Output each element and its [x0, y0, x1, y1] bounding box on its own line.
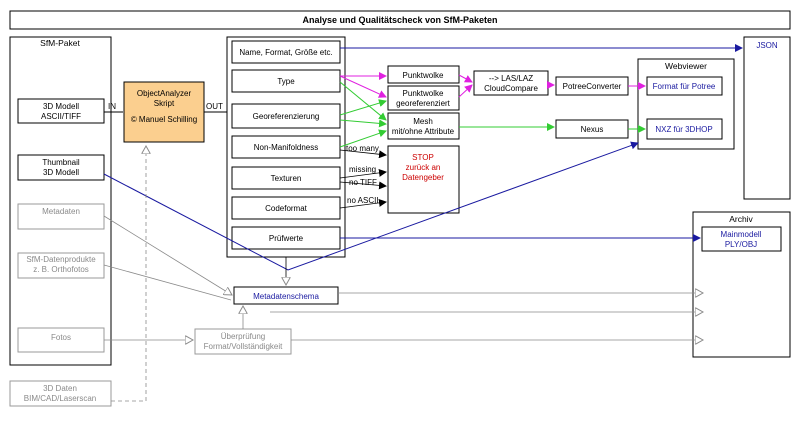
node-metadaten: Metadaten: [17, 203, 105, 230]
svg-text:mit/ohne Attribute: mit/ohne Attribute: [392, 127, 455, 136]
svg-text:Metadaten: Metadaten: [42, 207, 80, 216]
check-codeformat: Codeformat: [231, 196, 341, 220]
svg-text:Georeferenzierung: Georeferenzierung: [253, 112, 320, 121]
gray-metadaten-schema: [103, 215, 232, 295]
check-non-manifoldness: Non-Manifoldness: [231, 135, 341, 159]
stop-node: STOP zurück an Datengeber: [387, 145, 460, 214]
node-fotos: Fotos: [17, 327, 105, 353]
svg-text:NXZ für 3DHOP: NXZ für 3DHOP: [655, 125, 712, 134]
arrow-missing: [339, 168, 387, 179]
arrow-no-ascii: [339, 198, 387, 209]
title-bar: Analyse und Qualitätscheck von SfM-Paket…: [9, 10, 791, 30]
json-panel: JSON: [743, 36, 791, 200]
node-potree-converter: PotreeConverter: [555, 76, 629, 96]
metadatenschema-node: Metadatenschema: [233, 286, 339, 305]
label-no-ascii: no ASCII: [347, 196, 379, 205]
node-3d-modell: 3D Modell ASCII/TIFF: [17, 98, 105, 124]
svg-text:PotreeConverter: PotreeConverter: [563, 82, 622, 91]
svg-text:Non-Manifoldness: Non-Manifoldness: [254, 143, 318, 152]
arrow-no-tiff: [339, 181, 387, 190]
green-type-mesh: [339, 81, 387, 121]
svg-text:Name, Format, Größe etc.: Name, Format, Größe etc.: [239, 48, 332, 57]
check-georeferenzierung: Georeferenzierung: [231, 103, 341, 129]
svg-text:3D Modell: 3D Modell: [43, 102, 79, 111]
node-mesh: Mesh mit/ohne Attribute: [387, 112, 460, 140]
svg-text:3D Modell: 3D Modell: [43, 168, 79, 177]
check-name-format: Name, Format, Größe etc.: [231, 40, 341, 64]
check-pruefwerte: Prüfwerte: [231, 226, 341, 250]
node-sfm-datenprodukte: SfM-Datenprodukte z. B. Orthofotos: [17, 252, 105, 279]
svg-text:Punktwolke: Punktwolke: [403, 89, 444, 98]
label-no-tiff: no TIFF: [349, 178, 377, 187]
label-missing: missing: [349, 165, 376, 174]
svg-text:Thumbnail: Thumbnail: [42, 158, 80, 167]
diagram-title: Analyse und Qualitätscheck von SfM-Paket…: [302, 15, 497, 25]
svg-text:3D Daten: 3D Daten: [43, 384, 77, 393]
svg-text:zurück an: zurück an: [406, 163, 441, 172]
svg-text:Skript: Skript: [154, 99, 175, 108]
in-label: IN: [108, 102, 116, 111]
svg-text:STOP: STOP: [412, 153, 434, 162]
svg-text:georeferenziert: georeferenziert: [396, 99, 451, 108]
svg-text:Metadatenschema: Metadatenschema: [253, 292, 319, 301]
ueberpruefung-node: Überprüfung Format/Vollständigkeit: [194, 328, 292, 355]
svg-text:Texturen: Texturen: [271, 174, 302, 183]
svg-text:Format für Potree: Format für Potree: [653, 82, 716, 91]
svg-text:ObjectAnalyzer: ObjectAnalyzer: [137, 89, 192, 98]
svg-text:Nexus: Nexus: [581, 125, 604, 134]
node-nxz-3dhop: NXZ für 3DHOP: [646, 118, 723, 140]
svg-text:--> LAS/LAZ: --> LAS/LAZ: [489, 74, 533, 83]
svg-text:CloudCompare: CloudCompare: [484, 84, 538, 93]
node-mainmodell: Mainmodell PLY/OBJ: [701, 226, 782, 252]
svg-text:Mesh: Mesh: [413, 117, 433, 126]
node-nexus: Nexus: [555, 119, 629, 139]
svg-text:Webviewer: Webviewer: [665, 61, 707, 71]
svg-text:z. B. Orthofotos: z. B. Orthofotos: [33, 265, 89, 274]
node-format-potree: Format für Potree: [646, 76, 723, 96]
svg-text:Überprüfung: Überprüfung: [221, 332, 265, 341]
check-texturen: Texturen: [231, 166, 341, 190]
blue-thumbnail-webviewer: [103, 141, 639, 271]
label-too-many: too many: [346, 144, 379, 153]
gray-3ddaten-analyzer: [111, 146, 146, 402]
node-las-laz: --> LAS/LAZ CloudCompare: [473, 70, 549, 96]
svg-text:© Manuel Schilling: © Manuel Schilling: [131, 115, 197, 124]
svg-text:Prüfwerte: Prüfwerte: [269, 234, 304, 243]
green-georef-pwgeo: [339, 99, 387, 116]
mag-pw-las: [458, 74, 473, 83]
svg-text:Fotos: Fotos: [51, 333, 71, 342]
out-label: OUT: [206, 102, 223, 111]
sfm-paket-header: SfM-Paket: [40, 38, 80, 48]
svg-text:JSON: JSON: [756, 41, 778, 50]
sfm-paket-panel: SfM-Paket: [9, 36, 112, 366]
svg-text:ASCII/TIFF: ASCII/TIFF: [41, 112, 81, 121]
green-georef-mesh: [339, 119, 387, 128]
svg-text:Format/Vollständigkeit: Format/Vollständigkeit: [204, 342, 283, 351]
svg-text:Type: Type: [277, 77, 295, 86]
mag-type-punktwolke-geo: [339, 75, 387, 98]
mag-pwgeo-las: [458, 84, 473, 98]
node-3d-daten: 3D Daten BIM/CAD/Laserscan: [9, 380, 112, 407]
svg-text:Archiv: Archiv: [729, 214, 753, 224]
svg-text:BIM/CAD/Laserscan: BIM/CAD/Laserscan: [24, 394, 96, 403]
green-nonmanifold-mesh: [339, 129, 387, 148]
svg-text:SfM-Datenprodukte: SfM-Datenprodukte: [26, 255, 96, 264]
object-analyzer-node: ObjectAnalyzer Skript © Manuel Schilling: [123, 81, 205, 143]
svg-text:Codeformat: Codeformat: [265, 204, 308, 213]
check-type: Type: [231, 69, 341, 93]
arrow-too-many: [339, 149, 387, 159]
node-thumbnail: Thumbnail 3D Modell: [17, 154, 105, 181]
node-punktwolke-georef: Punktwolke georeferenziert: [387, 85, 460, 111]
gray-datenprodukte-line: [103, 264, 232, 301]
svg-text:PLY/OBJ: PLY/OBJ: [725, 240, 757, 249]
node-punktwolke: Punktwolke: [387, 65, 460, 84]
svg-text:Mainmodell: Mainmodell: [721, 230, 762, 239]
svg-text:Punktwolke: Punktwolke: [403, 71, 444, 80]
svg-text:Datengeber: Datengeber: [402, 173, 444, 182]
